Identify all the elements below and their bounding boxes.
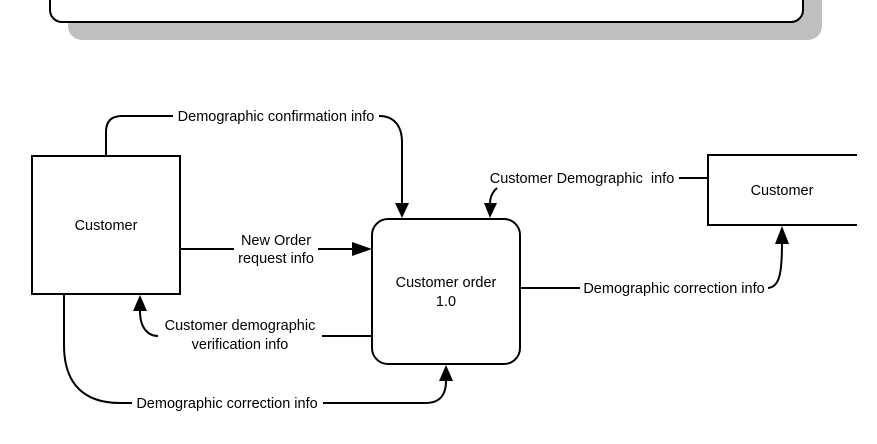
arrowhead-confirmation (395, 203, 409, 218)
flow-correction-right: Demographic correction info (520, 226, 789, 297)
flow-new-order: New Order request info (180, 233, 372, 267)
flow-line-confirmation-right (378, 115, 403, 204)
flow-verification: Customer demographic verification info (133, 295, 372, 353)
flow-line-correction-bottom-right (323, 380, 447, 404)
flow-correction-bottom: Demographic correction info (63, 294, 453, 412)
flow-line-correction-bottom-left (63, 294, 132, 404)
process-customer-order: Customer order 1.0 (371, 218, 521, 365)
arrowhead-new-order (352, 242, 372, 256)
arrowhead-correction-bottom (439, 365, 453, 381)
arrowhead-verification (133, 295, 147, 311)
entity-box-left (31, 155, 181, 295)
flow-label-new-order-line1: New Order (241, 233, 311, 249)
entity-box-right (707, 154, 857, 226)
flow-customer-demographic: Customer Demographic info (484, 171, 708, 218)
flow-label-new-order-line2: request info (238, 251, 314, 267)
entity-label-right: Customer (751, 183, 814, 199)
entity-customer-right: Customer (707, 154, 857, 226)
flow-line-confirmation-left (105, 115, 173, 156)
arrowhead-customer-demographic (484, 203, 497, 218)
flow-line-correction-right-arrow (767, 242, 783, 289)
process-number: 1.0 (436, 294, 456, 310)
arrowhead-correction-right (775, 226, 789, 244)
entity-customer-left: Customer (31, 155, 181, 295)
flow-label-correction-right: Demographic correction info (583, 281, 764, 297)
flow-line-verification-left (139, 310, 159, 337)
flow-demographic-confirmation: Demographic confirmation info (105, 109, 409, 218)
top-box-group (49, 0, 822, 40)
process-box (371, 218, 521, 365)
flow-label-verification-line2: verification info (192, 337, 289, 353)
top-box (49, 0, 804, 23)
flow-line-customer-demographic-arrow (489, 187, 498, 205)
flow-label-correction-bottom: Demographic correction info (136, 396, 317, 412)
flow-label-verification-line1: Customer demographic (165, 318, 316, 334)
entity-label-left: Customer (75, 218, 138, 234)
process-name: Customer order (396, 275, 497, 291)
flow-label-confirmation: Demographic confirmation info (178, 109, 375, 125)
flow-label-customer-demographic: Customer Demographic info (490, 171, 675, 187)
